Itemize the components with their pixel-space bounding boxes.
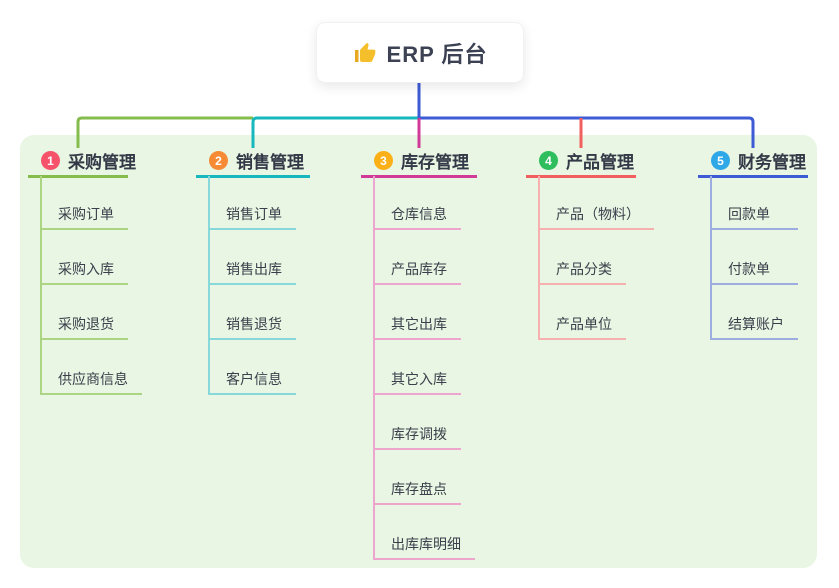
- branch-number-badge: 1: [41, 151, 60, 170]
- branch-title-label: 采购管理: [68, 153, 136, 172]
- child-node[interactable]: 产品分类: [538, 255, 626, 285]
- child-node[interactable]: 采购订单: [40, 200, 128, 230]
- child-node[interactable]: 产品库存: [373, 255, 461, 285]
- root-node-label: ERP 后台: [386, 41, 488, 67]
- child-node[interactable]: 销售订单: [208, 200, 296, 230]
- child-node[interactable]: 其它出库: [373, 310, 461, 340]
- branch-title-finance[interactable]: 5 财务管理: [698, 146, 808, 178]
- branch-number-badge: 3: [374, 151, 393, 170]
- child-node[interactable]: 付款单: [710, 255, 798, 285]
- branch-title-label: 产品管理: [566, 153, 634, 172]
- child-node[interactable]: 出库库明细: [373, 530, 475, 560]
- child-node[interactable]: 销售出库: [208, 255, 296, 285]
- thumbs-up-icon: [354, 42, 376, 62]
- child-node[interactable]: 采购退货: [40, 310, 128, 340]
- branch-title-label: 库存管理: [401, 153, 469, 172]
- branches-background-panel: [20, 135, 817, 568]
- branch-number-badge: 5: [711, 151, 730, 170]
- child-node[interactable]: 销售退货: [208, 310, 296, 340]
- child-node[interactable]: 供应商信息: [40, 365, 142, 395]
- child-node[interactable]: 库存调拨: [373, 420, 461, 450]
- child-node[interactable]: 回款单: [710, 200, 798, 230]
- child-node[interactable]: 仓库信息: [373, 200, 461, 230]
- child-node[interactable]: 产品单位: [538, 310, 626, 340]
- child-node[interactable]: 客户信息: [208, 365, 296, 395]
- child-node[interactable]: 库存盘点: [373, 475, 461, 505]
- child-node[interactable]: 结算账户: [710, 310, 798, 340]
- branch-title-sales[interactable]: 2 销售管理: [196, 146, 310, 178]
- branch-number-badge: 4: [539, 151, 558, 170]
- branch-title-label: 销售管理: [236, 153, 304, 172]
- child-node[interactable]: 采购入库: [40, 255, 128, 285]
- branch-title-product[interactable]: 4 产品管理: [526, 146, 636, 178]
- branch-title-inventory[interactable]: 3 库存管理: [361, 146, 477, 178]
- root-node[interactable]: ERP 后台: [316, 22, 524, 83]
- branch-number-badge: 2: [209, 151, 228, 170]
- branch-title-purchase[interactable]: 1 采购管理: [28, 146, 136, 178]
- child-node[interactable]: 其它入库: [373, 365, 461, 395]
- child-node[interactable]: 产品（物料）: [538, 200, 654, 230]
- branch-title-label: 财务管理: [738, 153, 806, 172]
